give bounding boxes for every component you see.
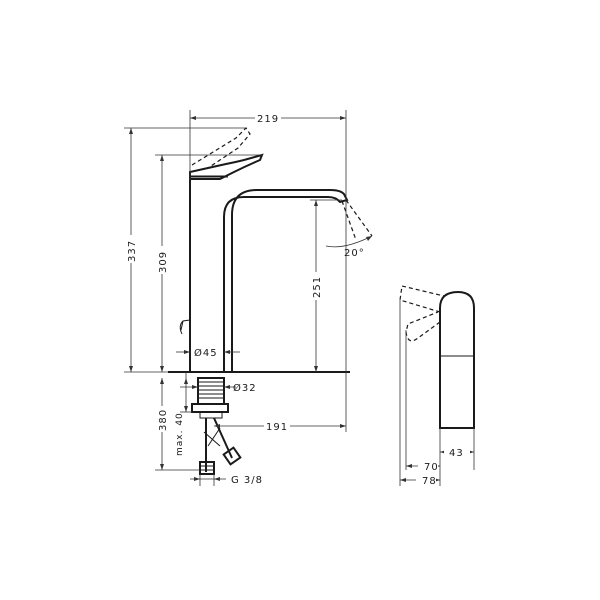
label-78: 78 [422,476,437,487]
label-diameter-45: Ø45 [194,347,218,359]
label-70: 70 [424,462,439,473]
faucet-body-outline [189,177,349,373]
hose-cross-2 [207,427,221,447]
label-191: 191 [266,422,288,433]
label-251: 251 [312,276,323,298]
side-body-outline [439,290,475,429]
label-g-3-8: G 3/8 [231,475,263,486]
hose-cross [203,431,221,447]
faucet-front-view [168,127,373,475]
label-diameter-32: Ø32 [233,382,257,394]
label-43: 43 [449,448,464,459]
popup-rod [179,319,191,335]
mounting-washer [199,411,223,419]
label-max-40: max. 40 [175,412,185,456]
label-337: 337 [127,240,138,262]
hose-connector-left [199,461,215,475]
spray-line-1 [341,200,357,241]
label-219: 219 [257,114,279,125]
spray-line-2 [345,199,373,237]
label-angle-20: 20° [344,248,365,259]
side-lever-alt-1 [399,285,445,313]
lever-handle [189,153,264,180]
hose-right [213,417,233,459]
lever-alt-position [191,127,251,169]
label-309: 309 [158,251,169,273]
dimension-labels: 219 337 309 251 20° Ø45 Ø32 380 max. 40 … [125,112,470,487]
side-lever-alt-2 [405,311,441,342]
hose-connector-right [222,446,242,466]
label-380: 380 [158,409,169,431]
shank-threads [198,381,224,399]
mounting-nut [191,403,229,413]
